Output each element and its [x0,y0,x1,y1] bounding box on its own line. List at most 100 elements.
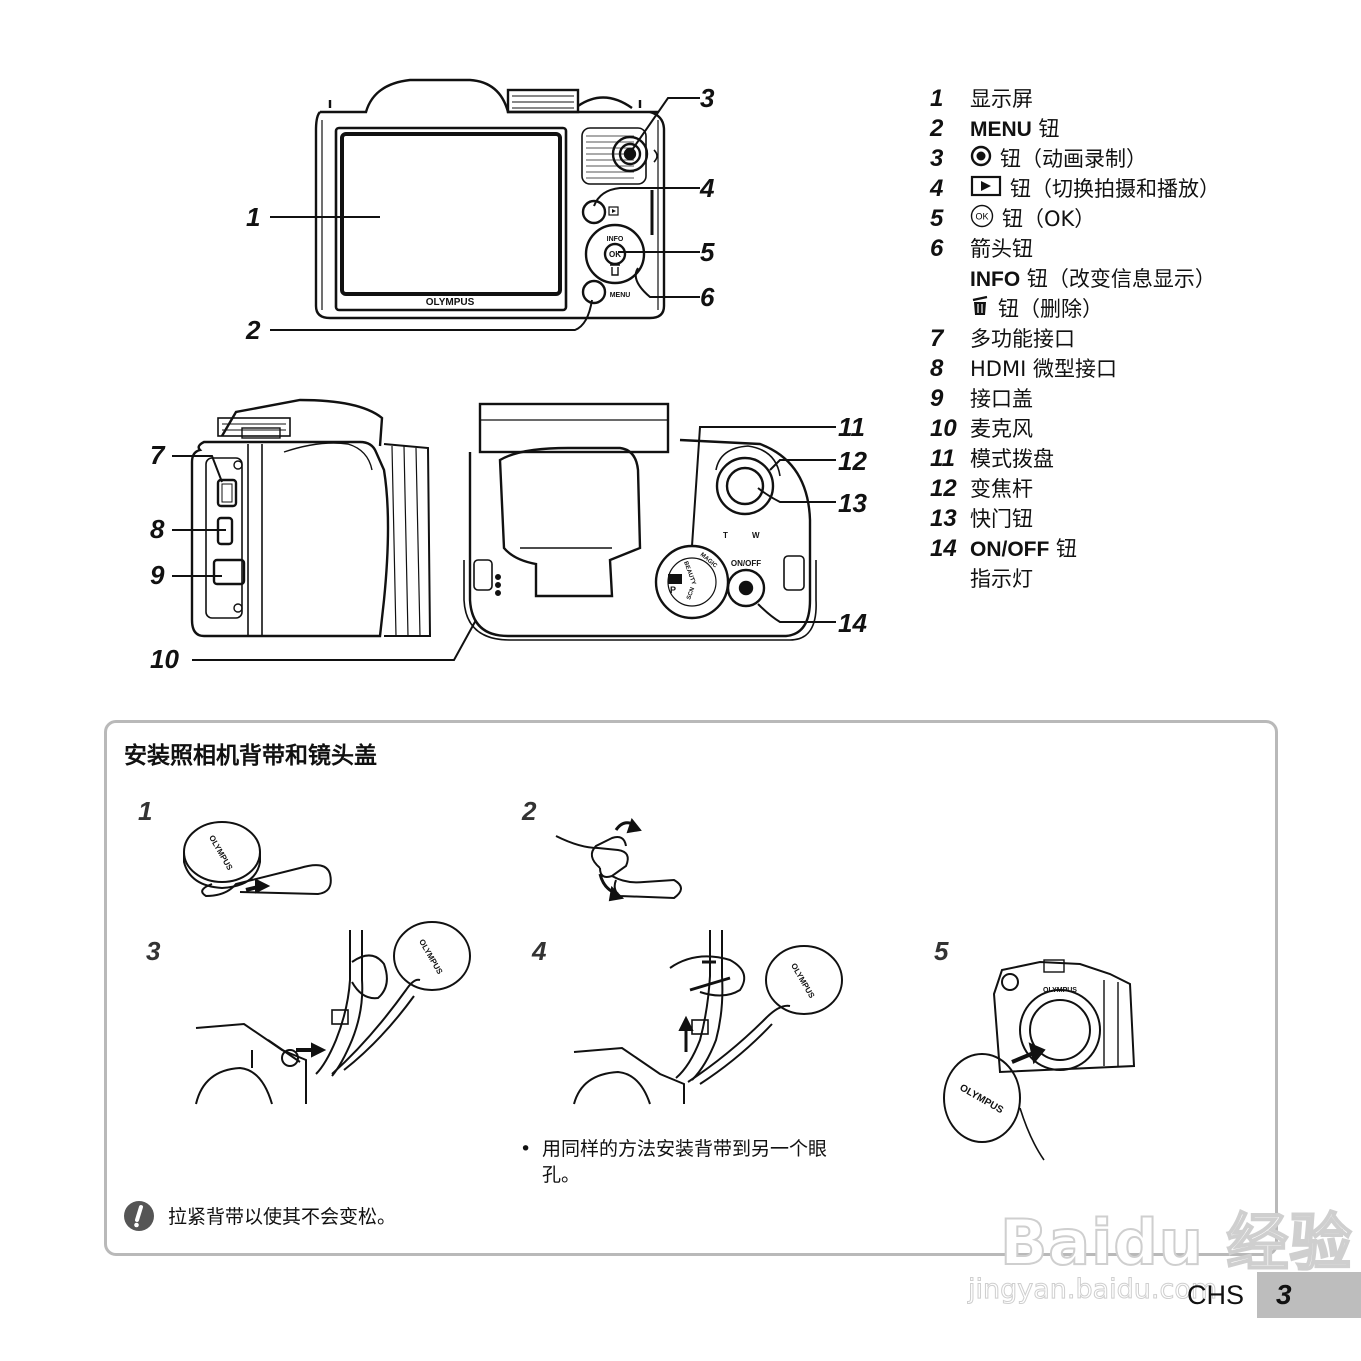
part-number: 7 [930,324,970,354]
callout-14: 14 [838,610,867,636]
parts-row: 钮（删除） [930,294,1350,324]
part-text: 钮（改变信息显示） [1027,267,1216,291]
callout-7: 7 [150,442,164,468]
parts-row: 5 OK 钮（OK） [930,204,1350,234]
part-text: 麦克风 [970,417,1033,441]
parts-row: 4 钮（切换拍摄和播放） [930,174,1350,204]
callout-12: 12 [838,448,867,474]
part-number: 2 [930,114,970,144]
step-number: 2 [522,796,536,827]
onoff-key-label: ON/OFF [970,538,1049,561]
step4-note-line2: 孔。 [542,1162,580,1188]
part-number: 13 [930,504,970,534]
brand-logo: OLYMPUS [426,297,475,308]
info-label: INFO [607,236,624,243]
svg-text:OK: OK [975,212,988,222]
part-text: HDMI 微型接口 [970,357,1117,381]
menu-label: MENU [610,292,631,299]
callout-2: 2 [246,317,260,343]
part-text: 钮（OK） [1002,207,1095,231]
callout-9: 9 [150,562,164,588]
watermark-url: jingyan.baidu.com [968,1274,1217,1305]
trash-icon [970,295,990,325]
callout-5: 5 [700,239,714,265]
callout-6: 6 [700,284,714,310]
parts-row: INFO 钮（改变信息显示） [930,264,1350,294]
part-text: 快门钮 [970,507,1033,531]
ok-label: OK [609,250,621,259]
step4-bullet: • [520,1136,531,1162]
part-text: 指示灯 [970,567,1033,591]
part-text: 多功能接口 [970,327,1075,351]
part-number: 6 [930,234,970,264]
callout-4: 4 [700,175,714,201]
part-text: 变焦杆 [970,477,1033,501]
zoom-w-label: W [752,531,760,540]
part-number: 8 [930,354,970,384]
info-key-label: INFO [970,268,1020,291]
menu-key-label: MENU [970,118,1032,141]
zoom-t-label: T [723,531,728,540]
caution-icon [124,1201,154,1231]
part-number: 11 [930,444,970,474]
part-text: 显示屏 [970,87,1033,111]
parts-row: 3 钮（动画录制） [930,144,1350,174]
caution-text: 拉紧背带以使其不会变松。 [168,1204,396,1230]
part-text: 接口盖 [970,387,1033,411]
part-text: 钮（动画录制） [1000,147,1147,171]
part-text: 钮（删除） [998,297,1103,321]
part-number: 4 [930,174,970,204]
page-number-tab [1257,1272,1361,1318]
part-text: 钮 [1039,117,1060,141]
dial-beauty-label: BEAUTY [682,561,696,586]
part-text: 钮 [1056,537,1077,561]
part-number: 12 [930,474,970,504]
section-title: 安装照相机背带和镜头盖 [124,736,377,770]
language-label: CHS [1187,1280,1244,1311]
part-text: 钮（切换拍摄和播放） [1010,177,1220,201]
callout-13: 13 [838,490,867,516]
step-number: 4 [532,936,546,967]
playback-icon [970,175,1002,205]
step-number: 5 [934,936,948,967]
callout-10: 10 [150,646,179,672]
callout-8: 8 [150,516,164,542]
camera-side-view [192,400,430,636]
step-number: 1 [138,796,152,827]
parts-row: 指示灯 [930,564,1350,594]
step-number: 3 [146,936,160,967]
part-number: 1 [930,84,970,114]
strap-section-box [104,720,1278,1256]
part-number: 14 [930,534,970,564]
ok-icon: OK [970,204,994,236]
callout-1: 1 [246,204,260,230]
onoff-label: ON/OFF [731,559,761,568]
watermark-logo: Baidu 经验 [1000,1192,1352,1282]
part-number: 5 [930,204,970,234]
dial-p-label: P [670,585,676,595]
movie-record-icon [970,145,992,175]
part-number: 3 [930,144,970,174]
part-number: 10 [930,414,970,444]
camera-top-view [464,404,816,640]
part-number: 9 [930,384,970,414]
step4-note-line1: 用同样的方法安装背带到另一个眼 [542,1136,827,1162]
dial-scn-label: SCN [686,587,696,601]
callout-11: 11 [838,414,865,440]
part-text: 箭头钮 [970,237,1033,261]
page-number: 3 [1276,1279,1292,1311]
camera-back-view [316,80,664,318]
callout-3: 3 [700,85,714,111]
